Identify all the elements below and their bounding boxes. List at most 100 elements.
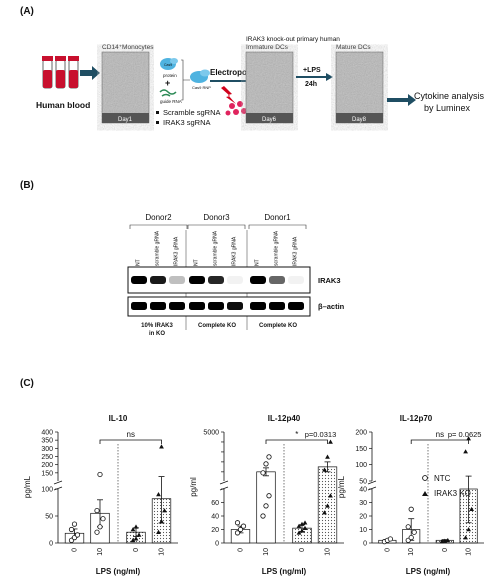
legend-ko-marker: [422, 491, 428, 496]
data-point: [130, 527, 136, 532]
data-point: [266, 493, 272, 499]
ko-note: Complete KO: [259, 323, 297, 329]
data-point: [466, 436, 471, 441]
data-point: [260, 470, 266, 476]
donor-label: Donor2: [145, 213, 172, 222]
axis-break-mark: [367, 480, 377, 485]
monocytes-header: CD14⁺Monocytes: [102, 44, 154, 51]
y-tick-label: 400: [41, 430, 53, 437]
mature-dcs-label: Mature DCs: [336, 44, 371, 51]
x-tick-label: 0: [442, 548, 449, 552]
lane-label: NT: [194, 259, 200, 266]
arrow-2-icon: [210, 77, 266, 85]
actin-band: [208, 302, 224, 310]
human-blood-label: Human blood: [36, 100, 90, 110]
actin-band: [150, 302, 166, 310]
x-tick-label: 0: [238, 548, 245, 552]
chart-title: IL-10: [109, 414, 128, 423]
y-tick-label: 20: [359, 514, 367, 521]
data-point: [296, 530, 302, 535]
lane-label: IRAK3 gRNA: [232, 236, 238, 266]
y-axis-label: pg/mL: [337, 475, 346, 498]
legend-ntc-marker: [422, 475, 428, 481]
ko-header-1: IRAK3 knock-out primary human: [246, 36, 340, 43]
significance-bracket: [410, 439, 469, 444]
data-point: [263, 503, 269, 509]
ko-header-2: Immature DCs: [246, 44, 289, 51]
chart-title: IL-12p70: [400, 414, 433, 423]
data-point: [296, 523, 302, 528]
irak3-band-label: IRAK3: [318, 276, 341, 285]
data-point: [302, 525, 308, 530]
data-point: [100, 516, 106, 522]
lane-label: NT: [255, 259, 261, 266]
scramble-sgrna-label: Scramble sgRNA: [163, 108, 221, 117]
x-axis-label: LPS (ng/ml): [96, 567, 141, 576]
irak3-sgrna-label: IRAK3 sgRNA: [163, 118, 211, 127]
data-point: [133, 536, 139, 541]
data-point: [387, 536, 393, 542]
y-tick-label: 100: [355, 462, 367, 469]
significance-label: *: [295, 430, 298, 439]
actin-band: [269, 302, 285, 310]
data-point: [133, 524, 139, 529]
data-point: [68, 526, 75, 533]
data-point: [299, 528, 305, 533]
cytokine-label-1: Cytokine analysis: [414, 91, 485, 101]
y-tick-label: 150: [41, 470, 53, 477]
data-point: [136, 532, 142, 537]
p-value-label: p=0.0313: [305, 430, 337, 439]
arrow-4-icon: [387, 94, 416, 106]
data-point: [325, 454, 330, 459]
panel-c-label: (C): [20, 378, 34, 389]
donor-bracket: [248, 224, 307, 229]
data-point: [463, 535, 468, 540]
legend-ntc-label: NTC: [434, 474, 451, 483]
data-point: [234, 520, 241, 526]
irak3-bullet-icon: [156, 121, 159, 124]
donor-label: Donor1: [264, 213, 291, 222]
data-point: [408, 506, 414, 512]
actin-band: [250, 302, 266, 310]
actin-band: [189, 302, 205, 310]
actin-band-label: β–actin: [318, 302, 345, 311]
x-tick-label: 0: [72, 548, 79, 552]
data-point: [97, 524, 103, 530]
chart-title: IL-12p40: [268, 414, 301, 423]
ko-note: Complete KO: [198, 323, 236, 329]
y-tick-label: 350: [41, 438, 53, 445]
y-tick-label: 0: [49, 541, 53, 548]
legend-ko-label: IRAK3 KO: [434, 489, 471, 498]
data-point: [71, 521, 78, 527]
legend: NTC IRAK3 KO: [422, 474, 471, 498]
irak3-band: [150, 276, 166, 284]
data-point: [237, 526, 244, 533]
x-tick-label: 10: [97, 548, 104, 556]
y-tick-label: 10: [359, 527, 367, 534]
irak3-band: [288, 276, 304, 284]
x-tick-label: 10: [325, 548, 332, 556]
lane-label: scramble gRNA: [213, 230, 219, 266]
actin-band: [131, 302, 147, 310]
lps-time-label: 24h: [305, 81, 317, 88]
arrow-3-icon: [296, 73, 333, 81]
donor-label: Donor3: [203, 213, 230, 222]
data-point: [94, 529, 100, 535]
y-tick-label: 50: [45, 514, 53, 521]
irak3-band: [269, 276, 285, 284]
electroporation-label: Electroporation: [210, 68, 269, 77]
data-point: [263, 461, 269, 467]
y-tick-label: 200: [355, 430, 367, 437]
guide-rna-label: guide RNA: [160, 99, 182, 104]
mature-dc-micrograph: Day8: [335, 51, 384, 124]
x-tick-label: 0: [384, 548, 391, 552]
data-point: [94, 507, 100, 514]
data-point: [469, 506, 474, 512]
lane-label: scramble gRNA: [274, 230, 280, 266]
workflow-diagram: Human blood CD14⁺Monocytes Day1 Cas9 pro…: [36, 36, 485, 127]
y-tick-label: 20: [211, 527, 219, 534]
lps-label: +LPS: [303, 67, 321, 74]
